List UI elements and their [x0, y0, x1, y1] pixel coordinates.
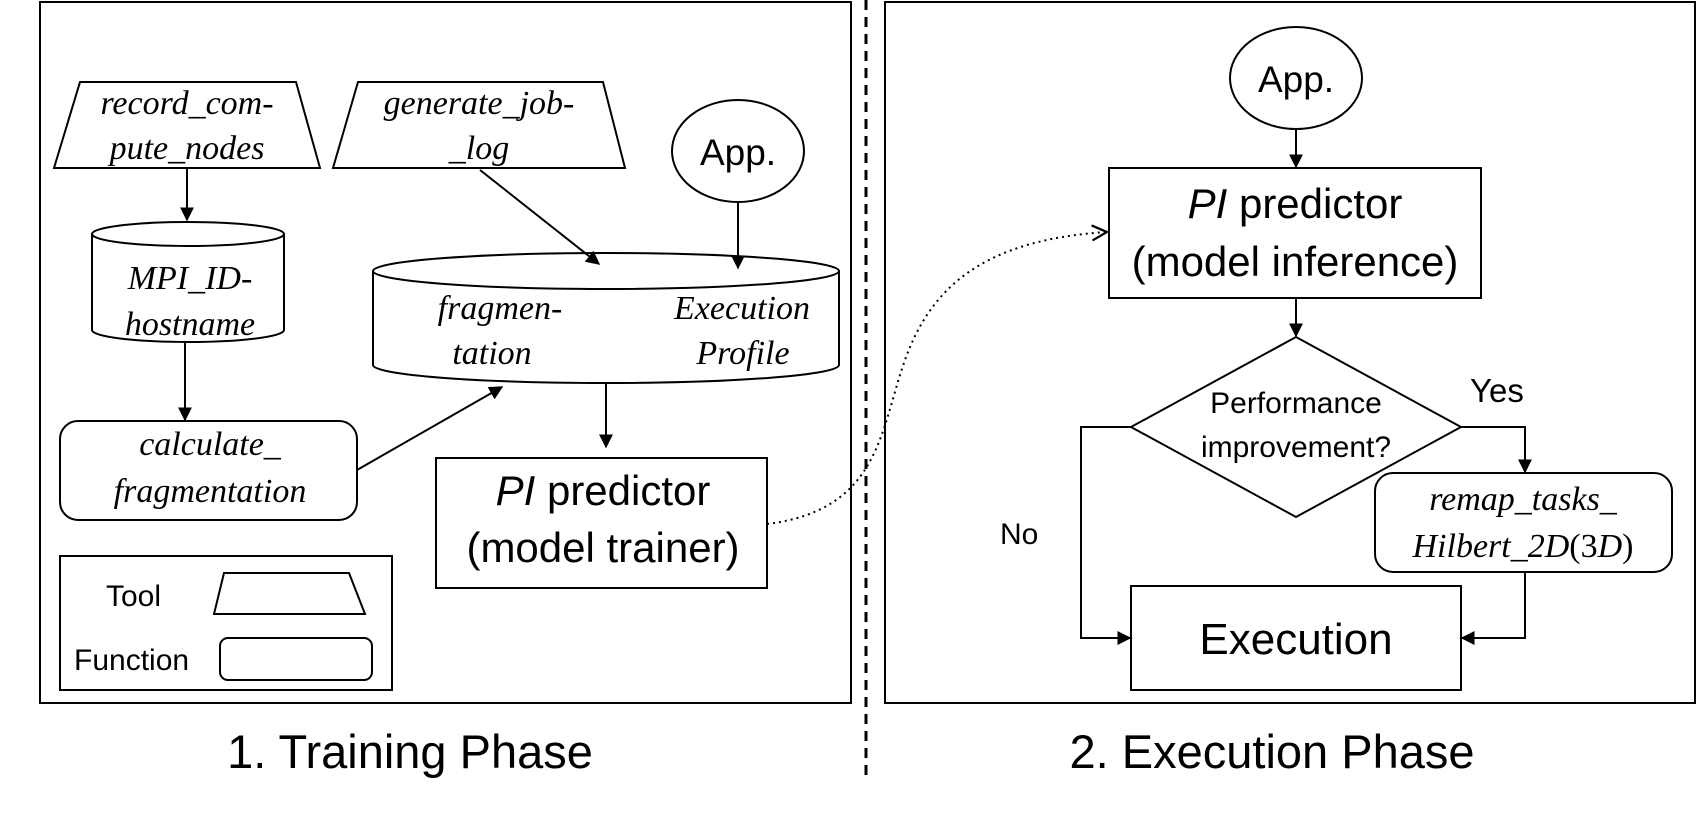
fragmentation-db-left-line2: tation — [452, 335, 531, 372]
record-compute-nodes-tool: record_com- pute_nodes — [52, 81, 322, 169]
arrow-generate-to-db — [479, 169, 601, 265]
inference-subtitle: (model inference) — [1132, 238, 1459, 285]
arrow-calculate-to-db — [356, 386, 504, 471]
arrow-remap-to-execution — [1460, 572, 1526, 645]
arrow-trainer-to-inference — [766, 232, 1107, 525]
pi-predictor-trainer: PI predictor (model trainer) — [435, 457, 768, 589]
inference-title: PI predictor — [1188, 180, 1403, 227]
mpi-db-line2: hostname — [125, 306, 255, 343]
generate-tool-line2: _log — [448, 130, 509, 167]
record-tool-line2: pute_nodes — [108, 130, 265, 167]
arrow-yes-to-remap — [1461, 426, 1532, 474]
training-app-node: App. — [671, 99, 805, 203]
calculate-fragmentation-function: calculate_ fragmentation — [59, 420, 358, 521]
remap-fn-line2: Hilbert_2D(3D) — [1412, 528, 1634, 565]
fragmentation-db-left-line1: fragmen- — [438, 290, 563, 327]
arrow-no-to-execution — [1080, 426, 1132, 645]
training-panel — [39, 1, 852, 704]
calculate-fn-line1: calculate_ — [139, 426, 282, 463]
generate-job-log-tool: generate_job- _log — [331, 81, 627, 169]
remap-tasks-hilbert-function: remap_tasks_ Hilbert_2D(3D) — [1374, 472, 1673, 573]
training-phase-caption: 1. Training Phase — [227, 725, 593, 778]
trainer-title: PI predictor — [496, 467, 711, 514]
fragmentation-db-right-line2: Profile — [695, 335, 789, 372]
execution-panel — [884, 1, 1696, 704]
execution-box-label: Execution — [1199, 615, 1392, 664]
execution-app-label: App. — [1258, 59, 1334, 100]
fragmentation-execution-profile-db: fragmen- tation Execution Profile — [372, 252, 840, 384]
execution-box: Execution — [1130, 585, 1462, 691]
decision-line2: improvement? — [1201, 431, 1391, 464]
generate-tool-line1: generate_job- — [384, 85, 575, 122]
calculate-fn-line2: fragmentation — [114, 473, 307, 510]
execution-app-node: App. — [1229, 26, 1363, 130]
yes-label: Yes — [1470, 372, 1524, 409]
legend-function-label: Function — [74, 644, 189, 677]
decision-line1: Performance — [1210, 387, 1382, 420]
legend-function-shape — [219, 637, 373, 681]
legend-tool-shape — [212, 572, 367, 615]
execution-phase-caption: 2. Execution Phase — [1070, 725, 1475, 778]
record-tool-line1: record_com- — [100, 85, 273, 122]
legend-tool-label: Tool — [106, 580, 161, 613]
mpi-db-line1: MPI_ID- — [127, 260, 253, 297]
remap-fn-line1: remap_tasks_ — [1429, 481, 1618, 518]
fragmentation-db-right-line1: Execution — [673, 290, 810, 327]
performance-decision: Performance improvement? — [1128, 335, 1464, 519]
mpi-id-hostname-db: MPI_ID- hostname — [91, 221, 285, 343]
no-label: No — [1000, 518, 1038, 551]
pi-predictor-inference: PI predictor (model inference) — [1108, 167, 1482, 299]
legend: Tool Function — [59, 555, 393, 691]
training-app-label: App. — [700, 132, 776, 173]
trainer-subtitle: (model trainer) — [466, 524, 739, 571]
